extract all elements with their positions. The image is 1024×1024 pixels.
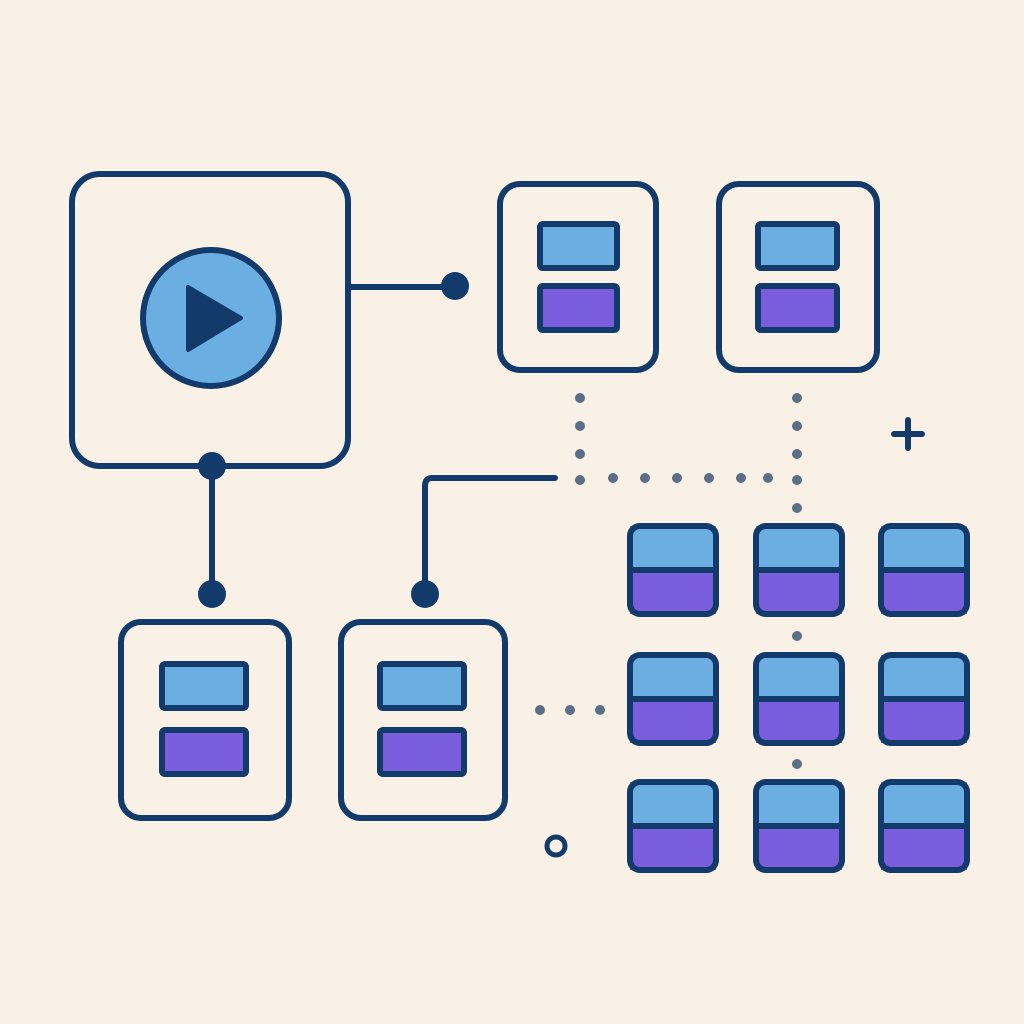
dot — [792, 759, 802, 769]
connectors — [209, 284, 558, 595]
connector-dot — [198, 580, 226, 608]
tile-frame — [627, 652, 719, 746]
dot — [535, 705, 545, 715]
blue-block — [755, 221, 840, 271]
blue-block — [537, 221, 620, 271]
grid-tile — [878, 652, 970, 746]
dot — [704, 473, 714, 483]
blue-block — [630, 526, 716, 570]
dot — [575, 449, 585, 459]
purple-block — [630, 826, 716, 870]
dot — [792, 421, 802, 431]
dot — [575, 475, 585, 485]
dot — [792, 631, 802, 641]
tile-frame — [627, 523, 719, 617]
grid-tile — [627, 652, 719, 746]
tile-frame — [878, 652, 970, 746]
connector-dots — [198, 272, 469, 608]
blue-block — [881, 526, 967, 570]
plus-icon — [891, 417, 925, 451]
dot — [736, 473, 746, 483]
connector-hub-to-card-bottom-2 — [422, 475, 558, 595]
card-frame — [338, 619, 508, 821]
grid-tile — [878, 523, 970, 617]
blue-block — [756, 782, 842, 826]
grid-tile — [753, 779, 845, 873]
dot — [565, 705, 575, 715]
dot — [640, 473, 650, 483]
purple-block — [537, 283, 620, 333]
purple-block — [756, 570, 842, 614]
purple-block — [881, 826, 967, 870]
tile-frame — [753, 523, 845, 617]
dot — [792, 449, 802, 459]
dot — [763, 473, 773, 483]
dot — [792, 475, 802, 485]
purple-block — [756, 826, 842, 870]
purple-block — [159, 727, 249, 777]
purple-block — [881, 570, 967, 614]
purple-block — [881, 699, 967, 743]
card-bottom-2 — [338, 619, 508, 821]
dotted-connectors — [535, 393, 802, 769]
card-bottom-1 — [118, 619, 292, 821]
grid-tile — [627, 523, 719, 617]
blue-block — [159, 661, 249, 711]
card-frame — [497, 181, 659, 373]
dot — [672, 473, 682, 483]
blue-block — [630, 655, 716, 699]
card-top-2 — [716, 181, 880, 373]
dot — [792, 393, 802, 403]
blue-block — [756, 526, 842, 570]
purple-block — [630, 570, 716, 614]
dot — [792, 503, 802, 513]
start-node-frame — [69, 171, 351, 469]
start-node — [69, 171, 351, 469]
purple-block — [630, 699, 716, 743]
card-frame — [716, 181, 880, 373]
tile-frame — [878, 523, 970, 617]
card-top-1 — [497, 181, 659, 373]
tile-frame — [753, 779, 845, 873]
grid-tile — [753, 523, 845, 617]
purple-block — [756, 699, 842, 743]
dot — [595, 705, 605, 715]
dot — [575, 421, 585, 431]
blue-block — [756, 655, 842, 699]
connector-dot — [441, 272, 469, 300]
tile-frame — [627, 779, 719, 873]
play-icon — [140, 247, 282, 389]
tile-frame — [878, 779, 970, 873]
dot — [575, 393, 585, 403]
grid-tile — [878, 779, 970, 873]
blue-block — [377, 661, 467, 711]
ring-icon — [544, 834, 568, 858]
purple-block — [377, 727, 467, 777]
blue-block — [881, 782, 967, 826]
tile-frame — [753, 652, 845, 746]
tile-grid — [627, 523, 970, 873]
blue-block — [881, 655, 967, 699]
grid-tile — [753, 652, 845, 746]
connector-dot — [411, 580, 439, 608]
grid-tile — [627, 779, 719, 873]
dot — [608, 473, 618, 483]
blue-block — [630, 782, 716, 826]
purple-block — [755, 283, 840, 333]
card-frame — [118, 619, 292, 821]
